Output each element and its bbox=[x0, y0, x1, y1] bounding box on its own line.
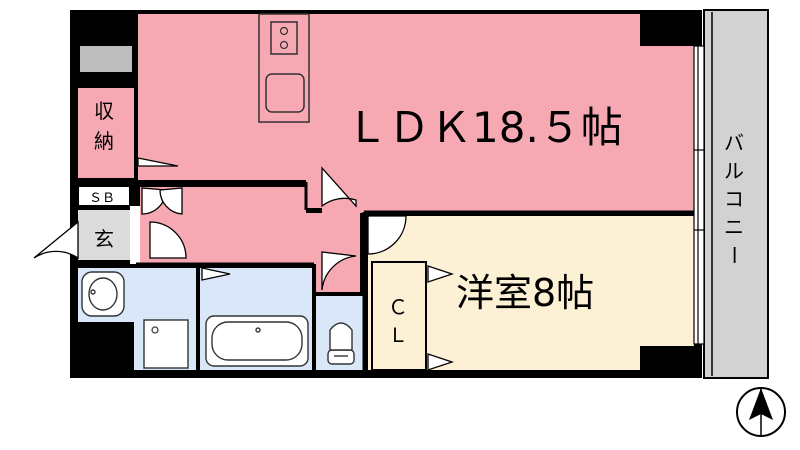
wash-basin-icon bbox=[81, 271, 125, 317]
door-closet-bottom bbox=[427, 353, 455, 371]
bathtub-icon bbox=[205, 315, 309, 367]
entrance-area bbox=[78, 210, 130, 260]
door-toilet bbox=[321, 251, 357, 291]
door-entrance bbox=[33, 220, 79, 260]
balcony-char-1: バ bbox=[724, 131, 744, 155]
windows bbox=[693, 45, 705, 345]
closet-label-2: Ｌ bbox=[388, 323, 408, 347]
western-room-label: 洋室8帖 bbox=[456, 271, 594, 315]
closet-label-1: Ｃ bbox=[388, 295, 408, 319]
stove-icon bbox=[270, 21, 298, 55]
storage-label-1: 収 bbox=[94, 99, 114, 123]
ldk-label: ＬＤＫ18.５帖 bbox=[346, 103, 623, 152]
shoe-box-label: ＳＢ bbox=[89, 191, 115, 206]
north-arrow-icon bbox=[736, 387, 786, 437]
corner-pillar-tr bbox=[640, 10, 702, 46]
upper-gray-storage bbox=[80, 46, 132, 72]
toilet-icon bbox=[327, 322, 355, 365]
storage-room bbox=[78, 88, 134, 178]
doors bbox=[33, 157, 455, 371]
interior-walls bbox=[78, 14, 694, 372]
door-hall-ldk bbox=[321, 166, 357, 208]
balcony-char-2: ル bbox=[724, 159, 744, 183]
balcony-char-4: ニ bbox=[724, 215, 744, 239]
balcony-char-5: ー bbox=[722, 245, 746, 265]
entrance-label: 玄 bbox=[94, 227, 114, 251]
balcony-char-3: コ bbox=[724, 187, 744, 211]
western-room bbox=[368, 216, 694, 370]
door-ldk-right bbox=[159, 187, 183, 215]
storage-label-2: 納 bbox=[94, 129, 114, 153]
entrance-step bbox=[130, 206, 140, 264]
corner-pillar-br bbox=[640, 346, 702, 378]
corner-pillar-bl bbox=[70, 322, 134, 378]
door-closet-top bbox=[427, 265, 455, 283]
sink-icon bbox=[265, 73, 305, 113]
shoe-box bbox=[77, 185, 131, 207]
balcony-label: バ ル コ ニ ー bbox=[722, 131, 746, 265]
kitchen-counter bbox=[258, 13, 310, 123]
door-washroom bbox=[149, 221, 187, 259]
door-storage bbox=[137, 157, 179, 167]
hall bbox=[140, 187, 360, 292]
door-bath bbox=[201, 267, 231, 281]
closet bbox=[371, 261, 427, 371]
door-western bbox=[367, 215, 407, 255]
washing-machine-icon bbox=[143, 319, 189, 369]
